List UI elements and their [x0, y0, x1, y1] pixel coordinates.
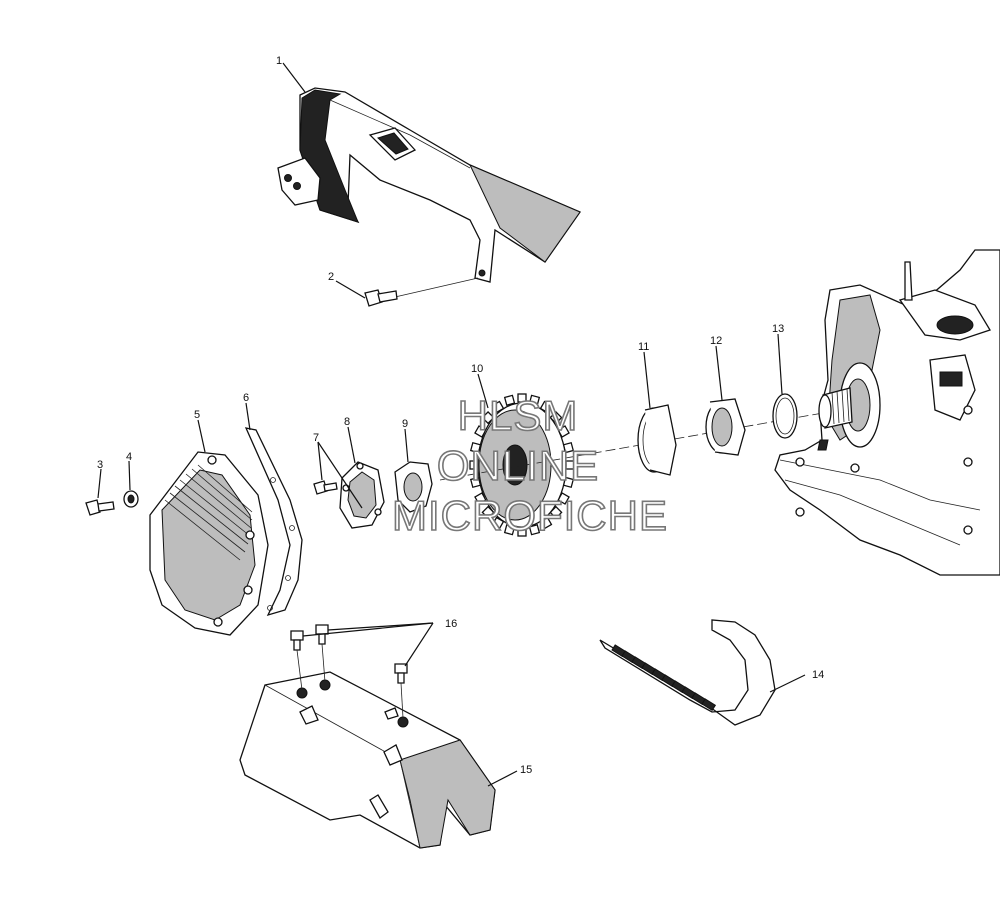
- part-10-sprocket[interactable]: [469, 393, 575, 537]
- part-4-washer[interactable]: [123, 490, 139, 508]
- sprocket-tooth: [528, 394, 541, 406]
- part-15-lower-belt-guard[interactable]: [239, 671, 496, 849]
- sprocket-tooth: [517, 393, 527, 403]
- callout-6: 6: [243, 392, 249, 404]
- part-2-bolt[interactable]: [364, 289, 398, 307]
- watermark-line-3: MICROFICHE: [392, 492, 668, 539]
- sprocket-tooth: [503, 524, 516, 536]
- watermark: HLSM ONLINE MICROFICHE: [391, 391, 668, 540]
- callout-3: 3: [97, 459, 103, 471]
- watermark-line-1: HLSM: [458, 392, 579, 439]
- callout-11: 11: [638, 341, 649, 353]
- part-11-seal-ring[interactable]: [637, 404, 677, 476]
- part-5-pulley-cover[interactable]: [149, 451, 269, 636]
- callout-8: 8: [344, 416, 350, 428]
- callout-12: 12: [710, 335, 722, 347]
- transmission-case: [774, 249, 1000, 576]
- sprocket-tooth: [517, 527, 527, 537]
- callout-7: 7: [313, 432, 319, 444]
- sprocket-tooth: [528, 524, 541, 536]
- leader-lines: [97, 62, 806, 787]
- part-12-spacer[interactable]: [705, 398, 746, 456]
- part-8-retainer-plate[interactable]: [339, 461, 385, 529]
- callout-13: 13: [772, 323, 784, 335]
- sprocket-tooth: [503, 394, 516, 406]
- part-14-drive-belt[interactable]: [599, 619, 776, 726]
- callout-1: 1: [276, 55, 282, 67]
- part-6-gasket[interactable]: [244, 427, 303, 617]
- callout-9: 9: [402, 418, 408, 430]
- part-9-nut[interactable]: [394, 461, 433, 513]
- callout-15: 15: [520, 764, 532, 776]
- callout-5: 5: [194, 409, 200, 421]
- callout-14: 14: [812, 669, 824, 681]
- callout-labels: 1 2 3 4 5 6 7 8 9 10 11 12 13 14 15 16: [97, 55, 824, 776]
- part-13-o-ring[interactable]: [772, 393, 798, 439]
- callout-10: 10: [471, 363, 483, 375]
- callout-2: 2: [328, 271, 334, 283]
- part-16-screws[interactable]: [290, 624, 408, 684]
- belt-tooth: [701, 698, 717, 712]
- part-1-upper-belt-guard[interactable]: [277, 87, 581, 283]
- callout-4: 4: [126, 451, 132, 463]
- watermark-line-2: ONLINE: [437, 442, 599, 489]
- part-3-screw[interactable]: [85, 499, 115, 516]
- callout-16: 16: [445, 618, 457, 630]
